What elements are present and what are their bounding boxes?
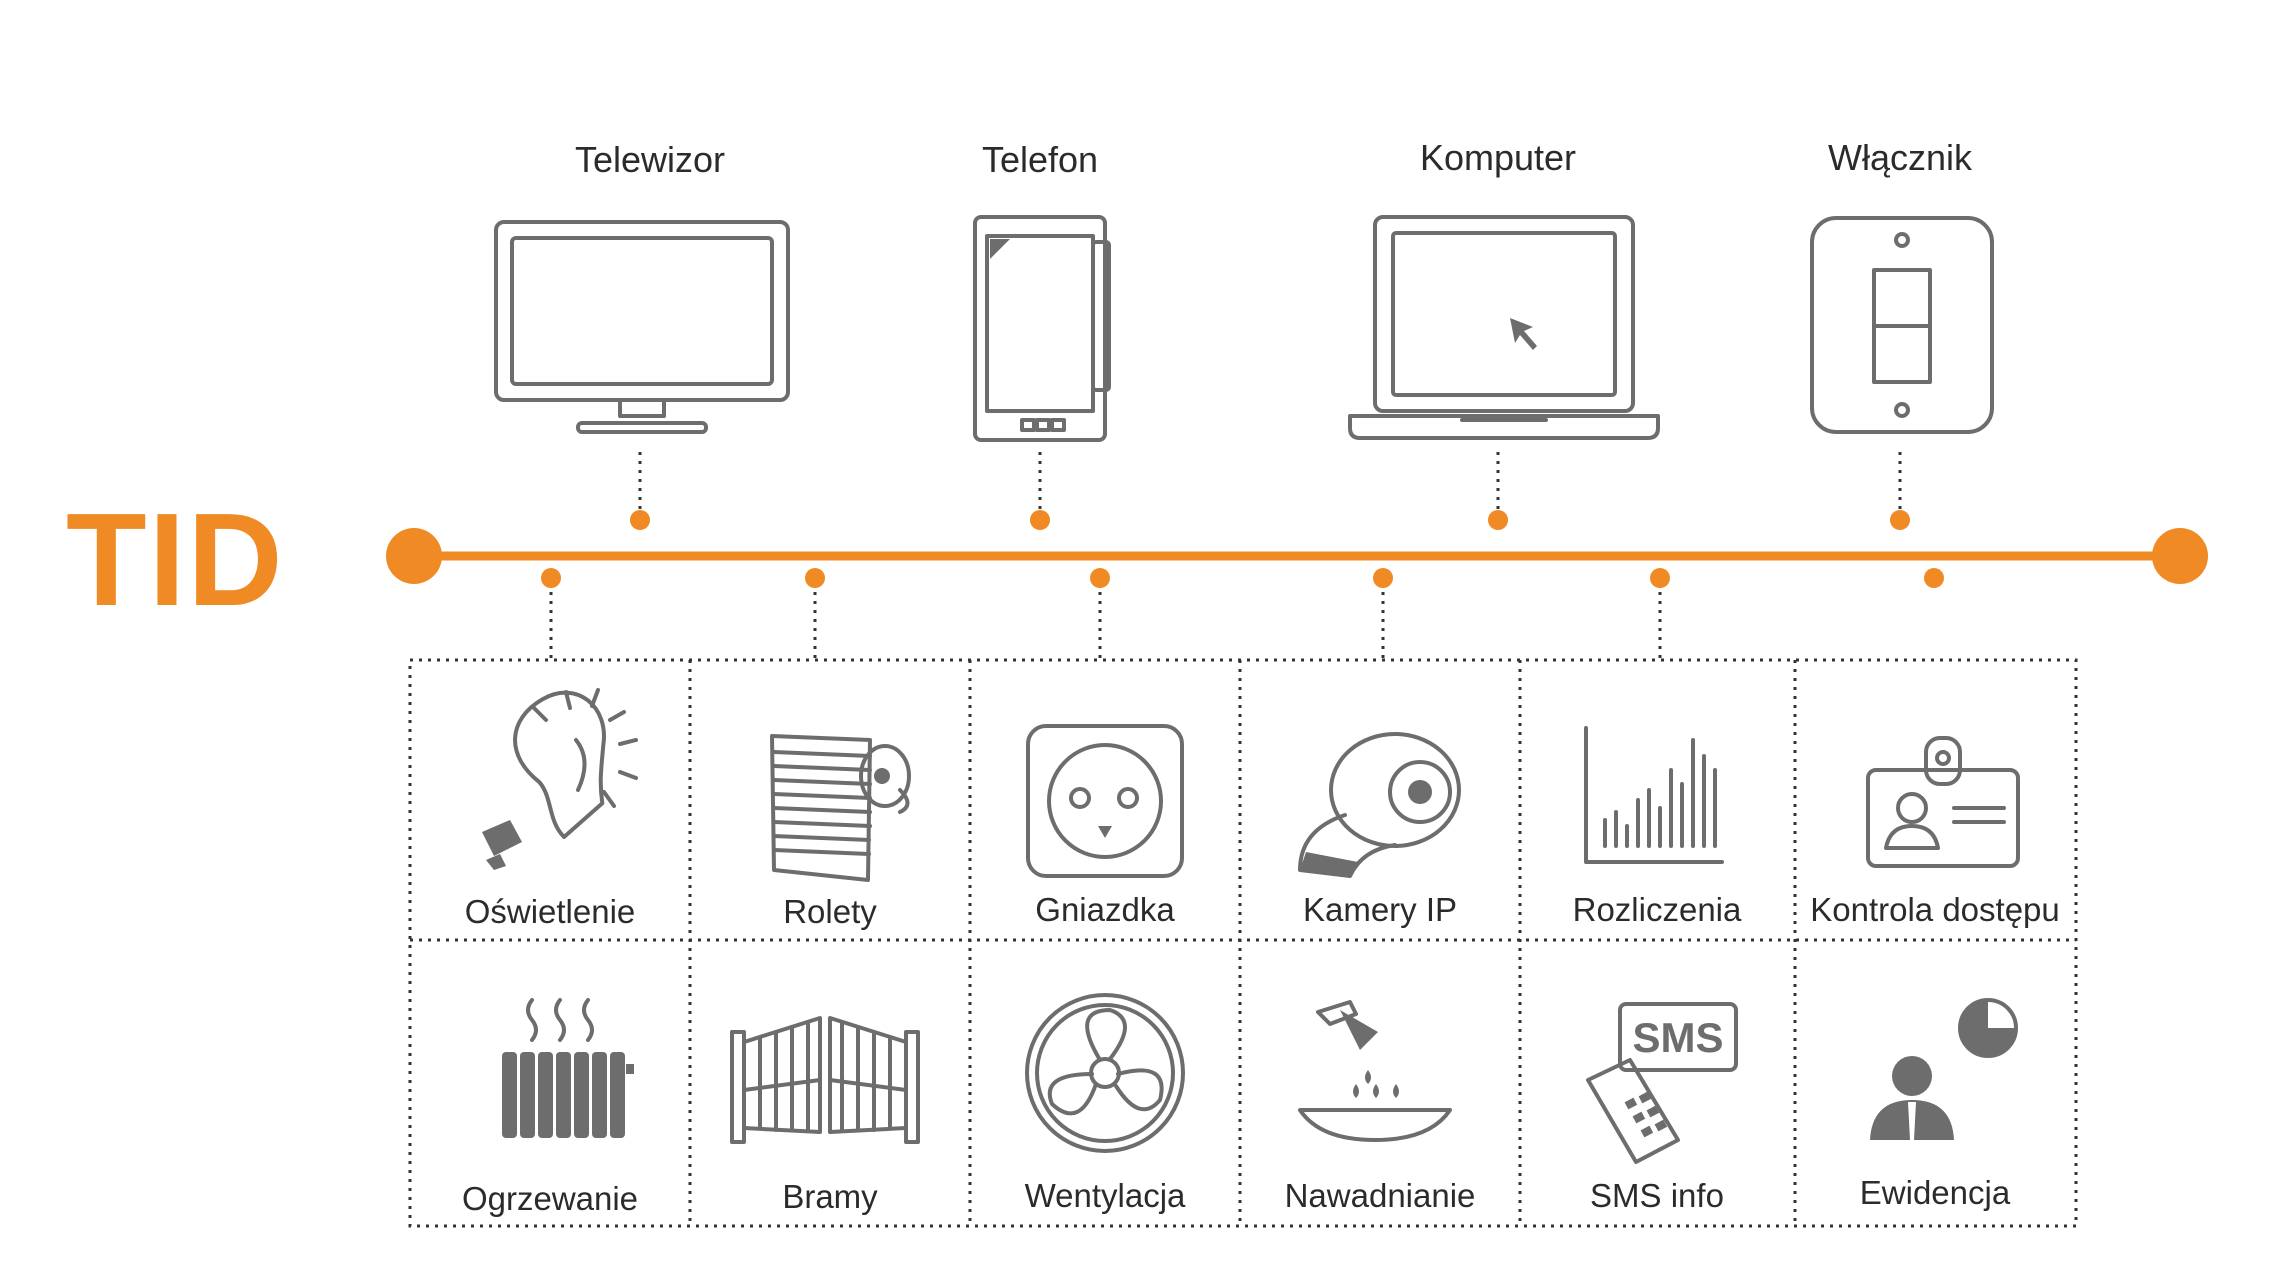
module-label-heating: Ogrzewanie xyxy=(461,1180,639,1217)
bar-chart-icon xyxy=(1584,726,1724,864)
sms-icon: SMS xyxy=(1586,1002,1738,1164)
module-label-records: Ewidencja xyxy=(1859,1174,2011,1211)
switch-icon xyxy=(1810,216,1994,434)
tv-icon xyxy=(494,220,790,434)
phone-icon xyxy=(973,215,1111,442)
roller-blind-icon xyxy=(770,734,911,882)
bus-end-right xyxy=(2152,528,2208,584)
module-label-blinds: Rolety xyxy=(783,893,877,930)
module-label-gates: Bramy xyxy=(782,1178,878,1215)
bus-end-left xyxy=(386,528,442,584)
svg-text:SMS: SMS xyxy=(1632,1014,1723,1061)
module-label-ventilation: Wentylacja xyxy=(1024,1177,1186,1214)
socket-icon xyxy=(1026,724,1184,878)
light-bulb-icon xyxy=(482,688,638,870)
laptop-icon xyxy=(1348,215,1660,440)
module-label-access-control: Kontrola dostępu xyxy=(1810,891,2060,928)
module-label-sms-info: SMS info xyxy=(1590,1177,1724,1214)
gate-icon xyxy=(730,1016,920,1144)
ip-camera-icon xyxy=(1298,732,1461,878)
module-label-billing: Rozliczenia xyxy=(1572,891,1742,928)
device-label-switch: Włącznik xyxy=(1827,137,1973,178)
device-connectors xyxy=(630,452,1910,530)
radiator-icon xyxy=(502,998,634,1138)
irrigation-icon xyxy=(1298,1000,1452,1142)
module-label-sockets: Gniazdka xyxy=(1035,891,1175,928)
device-label-phone: Telefon xyxy=(981,139,1099,180)
module-label-irrigation: Nawadnianie xyxy=(1284,1177,1476,1214)
module-grid xyxy=(408,658,2078,1228)
employee-record-icon xyxy=(1870,998,2018,1140)
tid-bus xyxy=(386,528,2208,584)
module-label-lighting: Oświetlenie xyxy=(464,893,636,930)
device-label-computer: Komputer xyxy=(1419,137,1577,178)
fan-icon xyxy=(1025,993,1185,1153)
device-label-tv: Telewizor xyxy=(574,139,726,180)
module-label-ip-cameras: Kamery IP xyxy=(1302,891,1458,928)
id-badge-icon xyxy=(1866,736,2020,868)
tid-title: TID xyxy=(66,486,285,633)
module-connectors xyxy=(541,568,1944,658)
